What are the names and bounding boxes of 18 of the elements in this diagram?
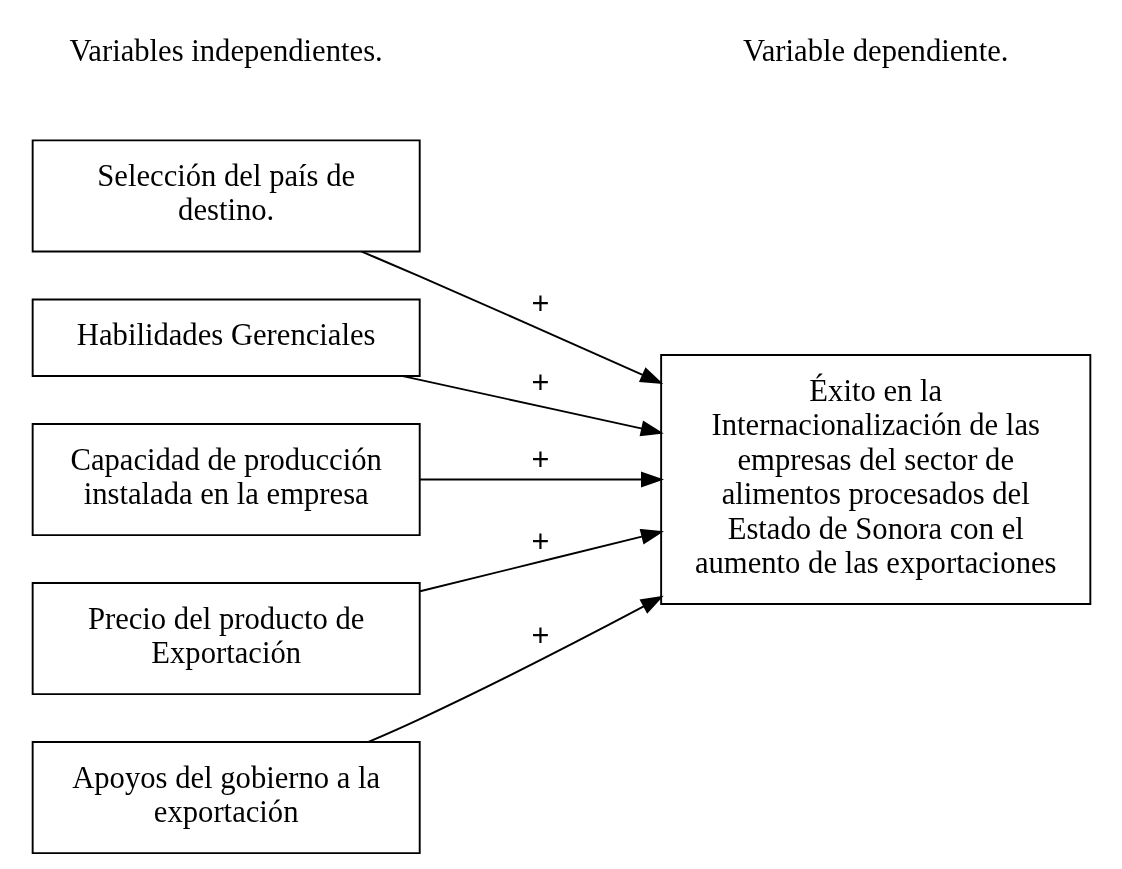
arrow [360, 250, 663, 385]
node-box: Éxito en la Internacionalización de las empresas del sector de alimentos procesados del Estado de Sonora con el aumento de las exportaciones [659, 354, 1091, 606]
arrow [367, 595, 664, 743]
arrow [418, 471, 664, 488]
edge-label: + [530, 286, 549, 321]
edge-label: + [530, 441, 549, 476]
node-box: Apoyos del gobierno a la exportación [31, 741, 421, 855]
node-box: Precio del producto de Exportación [31, 582, 421, 696]
node-box: Selección del país de destino. [31, 139, 421, 253]
edge-label: + [530, 364, 549, 399]
edge-label: + [530, 617, 549, 652]
label: Variables independientes. [69, 34, 383, 69]
arrow [401, 375, 664, 437]
label: Variable dependiente. [742, 34, 1008, 69]
node-box: Habilidades Gerenciales [31, 298, 421, 377]
node-box: Capacidad de producción instalada en la empresa [31, 423, 421, 537]
edge-label: + [530, 523, 549, 558]
arrow [418, 528, 664, 593]
